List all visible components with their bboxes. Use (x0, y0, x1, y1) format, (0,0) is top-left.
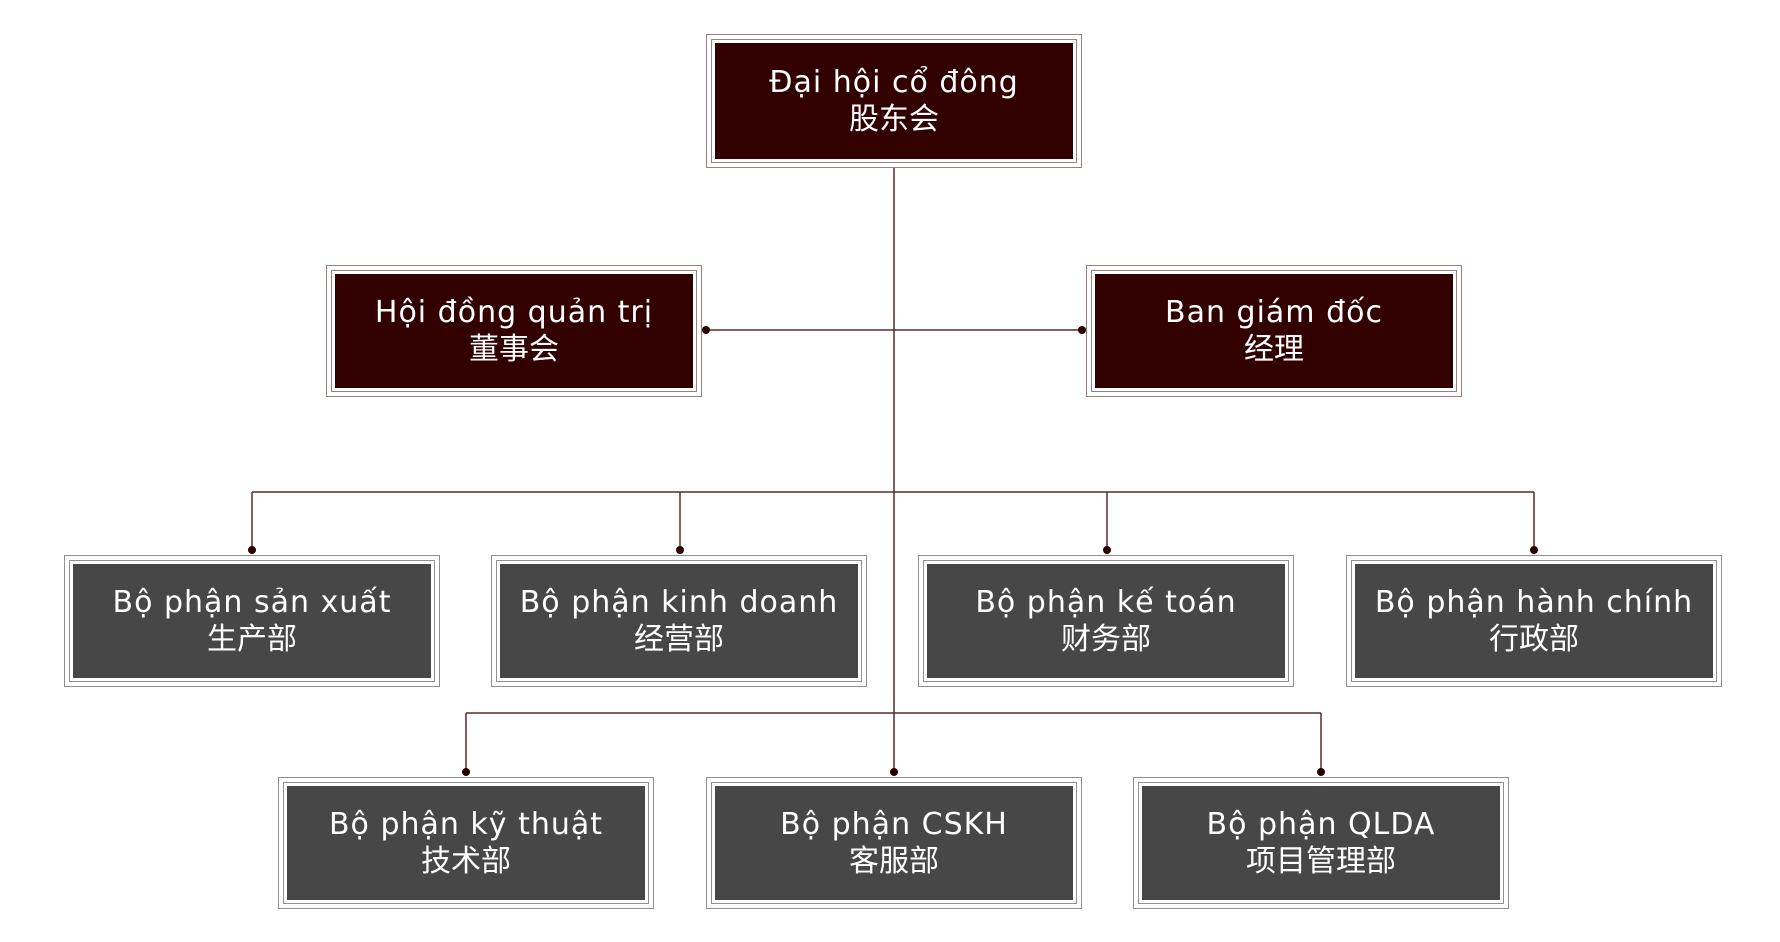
node-dept-administration: Bộ phận hành chính 行政部 (1346, 555, 1722, 687)
node-label-vi: Bộ phận CSKH (780, 807, 1008, 842)
node-fill: Ban giám đốc 经理 (1095, 274, 1453, 388)
connector-dot (1317, 768, 1325, 776)
node-fill: Bộ phận kinh doanh 经营部 (500, 564, 858, 678)
node-label-vi: Bộ phận kinh doanh (519, 585, 839, 620)
connector-dot (1530, 546, 1538, 554)
node-label-vi: Ban giám đốc (1165, 295, 1383, 330)
node-label-vi: Bộ phận QLDA (1206, 807, 1436, 842)
node-frame (711, 782, 1077, 904)
node-label-zh: 董事会 (469, 332, 559, 367)
node-fill: Bộ phận sản xuất 生产部 (73, 564, 431, 678)
node-fill: Bộ phận CSKH 客服部 (715, 786, 1073, 900)
connector-dot (676, 546, 684, 554)
node-label-zh: 行政部 (1489, 622, 1579, 657)
node-frame (283, 782, 649, 904)
node-label-vi: Đại hội cổ đông (769, 65, 1019, 100)
node-label-zh: 经营部 (634, 622, 724, 657)
node-frame (1138, 782, 1504, 904)
node-frame (1091, 270, 1457, 392)
node-label-zh: 财务部 (1061, 622, 1151, 657)
node-label-vi: Bộ phận sản xuất (112, 585, 392, 620)
node-label-vi: Bộ phận kế toán (975, 585, 1237, 620)
node-frame (923, 560, 1289, 682)
node-fill: Hội đồng quản trị 董事会 (335, 274, 693, 388)
node-frame (496, 560, 862, 682)
node-dept-sales: Bộ phận kinh doanh 经营部 (491, 555, 867, 687)
node-board-of-directors: Hội đồng quản trị 董事会 (326, 265, 702, 397)
node-label-vi: Bộ phận hành chính (1374, 585, 1694, 620)
node-label-zh: 技术部 (421, 844, 511, 879)
node-management-board: Ban giám đốc 经理 (1086, 265, 1462, 397)
node-fill: Đại hội cổ đông 股东会 (715, 43, 1073, 159)
node-frame (1351, 560, 1717, 682)
node-fill: Bộ phận kế toán 财务部 (927, 564, 1285, 678)
connector-dot (702, 326, 710, 334)
node-frame (69, 560, 435, 682)
connector-dot (248, 546, 256, 554)
node-dept-project-management: Bộ phận QLDA 项目管理部 (1133, 777, 1509, 909)
node-dept-technical: Bộ phận kỹ thuật 技术部 (278, 777, 654, 909)
node-dept-accounting: Bộ phận kế toán 财务部 (918, 555, 1294, 687)
node-dept-production: Bộ phận sản xuất 生产部 (64, 555, 440, 687)
node-dept-customer-service: Bộ phận CSKH 客服部 (706, 777, 1082, 909)
connector-dot (890, 768, 898, 776)
connector-dot (1078, 326, 1086, 334)
node-fill: Bộ phận hành chính 行政部 (1355, 564, 1713, 678)
connector-dot (462, 768, 470, 776)
node-fill: Bộ phận kỹ thuật 技术部 (287, 786, 645, 900)
node-label-vi: Bộ phận kỹ thuật (328, 807, 604, 842)
node-frame (331, 270, 697, 392)
node-frame (711, 39, 1077, 163)
node-label-vi: Hội đồng quản trị (374, 295, 654, 330)
node-label-zh: 项目管理部 (1246, 844, 1396, 879)
node-label-zh: 生产部 (207, 622, 297, 657)
node-label-zh: 股东会 (849, 102, 939, 137)
node-shareholders-meeting: Đại hội cổ đông 股东会 (706, 34, 1082, 168)
node-label-zh: 客服部 (849, 844, 939, 879)
connector-dot (1103, 546, 1111, 554)
node-label-zh: 经理 (1244, 332, 1304, 367)
node-fill: Bộ phận QLDA 项目管理部 (1142, 786, 1500, 900)
